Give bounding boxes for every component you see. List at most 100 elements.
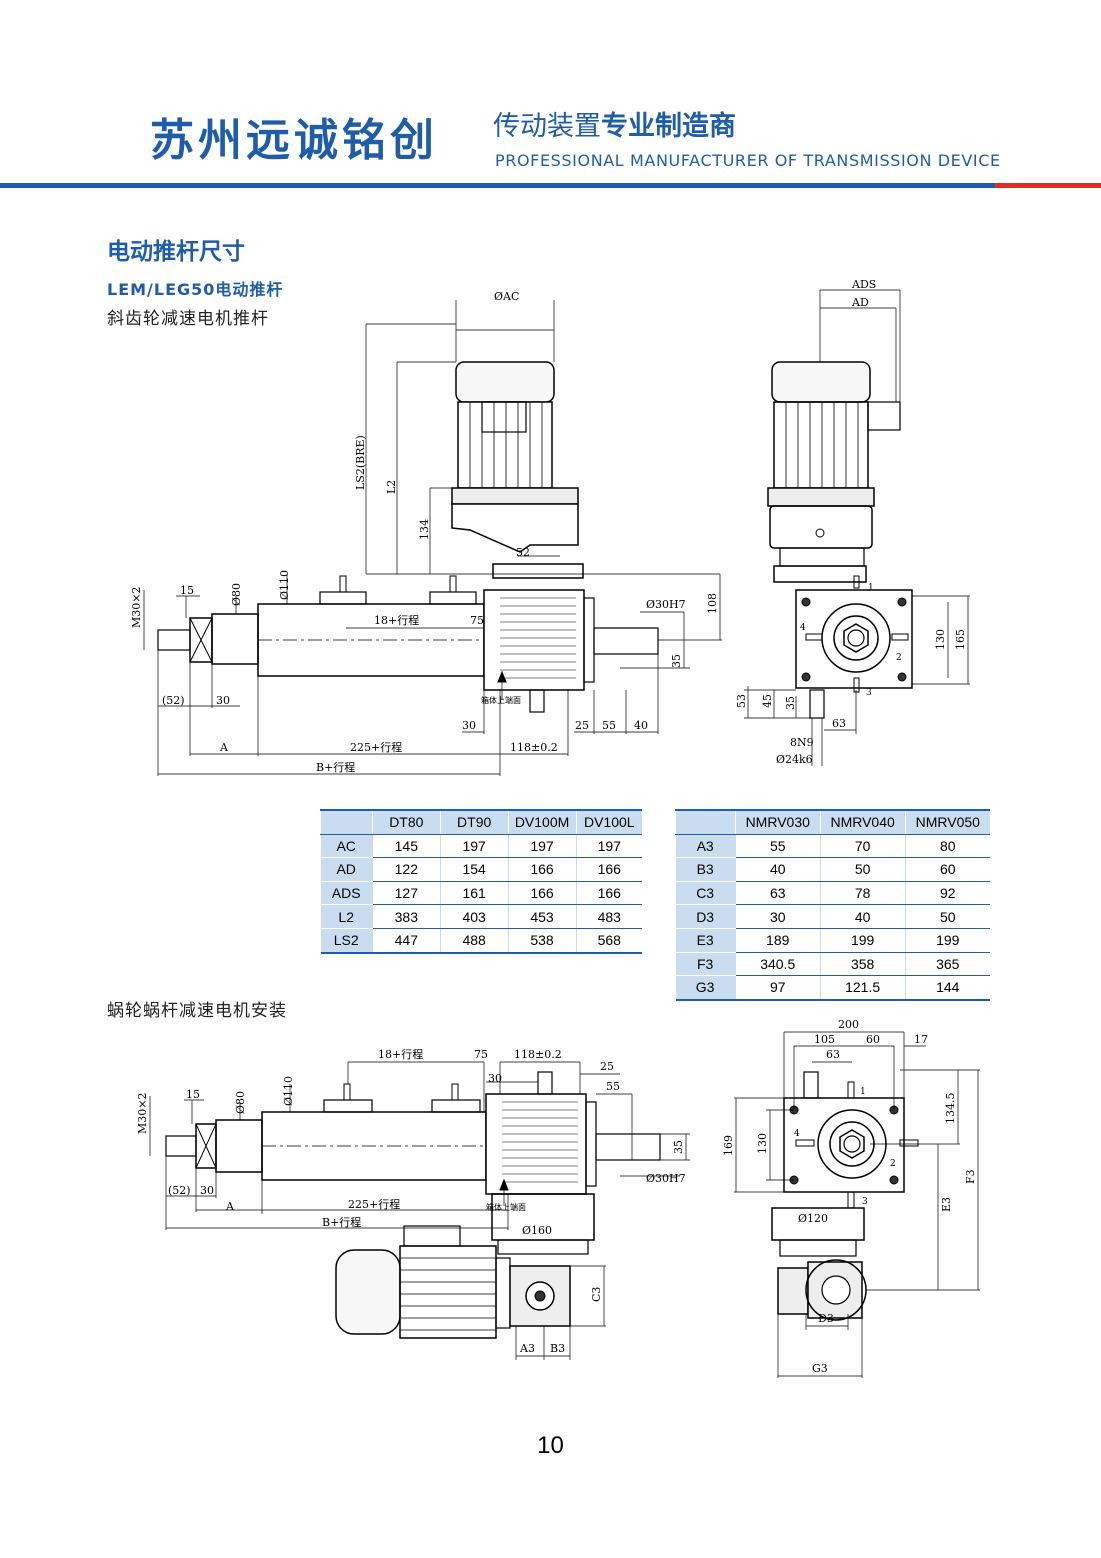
row-header: AC	[320, 834, 373, 859]
motor-dimension-table: DT80 DT90 DV100M DV100L AC 145 197 197 1…	[320, 808, 642, 954]
dim2-15: 15	[186, 1088, 200, 1101]
table-cell: 166	[507, 857, 577, 882]
table-cell: 365	[904, 952, 990, 977]
table-cell: 127	[371, 881, 441, 906]
table-row: A3 55 70 80	[675, 834, 990, 859]
table-cell: 358	[819, 952, 906, 977]
dim-165: 165	[954, 629, 967, 650]
drawing1-front-labels: ØAC LS2(BRE) L2 134 52 M30×2 15 Ø80 Ø110…	[130, 290, 719, 774]
row-header: AD	[320, 857, 373, 882]
port2-2: 2	[890, 1159, 896, 1169]
dim-bstroke: B+行程	[316, 761, 355, 774]
drawing1-front-view	[143, 300, 722, 776]
dim2-169: 169	[722, 1135, 735, 1156]
row-header: F3	[675, 952, 736, 977]
port2-3: 3	[862, 1197, 868, 1207]
port2-1: 1	[860, 1087, 866, 1097]
dim-15: 15	[180, 584, 194, 597]
dim-110: Ø110	[278, 570, 291, 600]
tagline-cn: 传动装置专业制造商	[493, 104, 736, 143]
dim2-f3: F3	[964, 1169, 977, 1184]
drawing2-front-labels: 18+行程 75 118±0.2 25 30 55 M30×2 15 Ø80 Ø…	[136, 1048, 686, 1355]
table-cell: 166	[575, 881, 642, 906]
dim-24k6: Ø24k6	[776, 753, 813, 766]
dim2-63: 63	[826, 1048, 840, 1061]
table-cell: 145	[371, 834, 441, 859]
table-cell: 63	[734, 881, 821, 906]
table-header-cell: NMRV050	[904, 808, 990, 835]
dim2-35: 35	[672, 1140, 685, 1154]
drawing1-side-view	[744, 289, 970, 766]
row-header: LS2	[320, 928, 373, 954]
table-cell: 144	[904, 975, 990, 1001]
dim-45: 45	[761, 694, 774, 708]
port-1: 1	[868, 583, 874, 593]
table-cell: 154	[439, 857, 509, 882]
port-2: 2	[896, 653, 902, 663]
table-cell: 447	[371, 928, 441, 954]
dim-80: Ø80	[230, 583, 243, 606]
table-cell: 161	[439, 881, 509, 906]
dim-ad: AD	[851, 296, 869, 309]
dim-l2: L2	[385, 480, 398, 494]
dim2-75: 75	[474, 1048, 488, 1061]
dim2-g3: G3	[812, 1362, 828, 1375]
table-cell: 483	[575, 904, 642, 929]
section-title: 电动推杆尺寸	[107, 239, 245, 265]
dim-52b: (52)	[162, 694, 185, 707]
table-cell: 30	[734, 904, 821, 929]
dim2-118: 118±0.2	[514, 1048, 562, 1061]
dim-35: 35	[670, 654, 683, 668]
dim-ls2: LS2(BRE)	[354, 435, 367, 490]
table-header-cell: DV100L	[575, 808, 642, 835]
dim-130: 130	[934, 629, 947, 650]
row-header: G3	[675, 975, 736, 1001]
table-row: ADS 127 161 166 166	[320, 881, 642, 906]
table-row: AD 122 154 166 166	[320, 857, 642, 882]
dim-63: 63	[832, 717, 846, 730]
dim2-52b: (52)	[168, 1184, 191, 1197]
dim2-25: 25	[600, 1060, 614, 1073]
dim-134: 134	[418, 519, 431, 540]
row-header: L2	[320, 904, 373, 929]
dim2-stroke18: 18+行程	[378, 1048, 423, 1061]
dim2-c3: C3	[590, 1287, 603, 1302]
dim2-55: 55	[606, 1080, 620, 1093]
table-row: B3 40 50 60	[675, 857, 990, 882]
product-description: 斜齿轮减速电机推杆	[107, 309, 269, 329]
table-cell: 122	[371, 857, 441, 882]
dim-ac: ØAC	[494, 290, 519, 303]
dim2-105: 105	[814, 1033, 835, 1046]
table-cell: 40	[819, 904, 906, 929]
dim-25: 25	[575, 719, 589, 732]
dim2-30a: 30	[200, 1184, 214, 1197]
dim-40: 40	[634, 719, 648, 732]
drawing2-side-view	[734, 1031, 980, 1378]
dim-ads: ADS	[851, 278, 876, 291]
drawing2-front-view	[149, 1061, 690, 1360]
dim2-160: Ø160	[522, 1224, 552, 1237]
table-row: AC 145 197 197 197	[320, 834, 642, 859]
tagline-bold: 专业制造商	[601, 111, 736, 142]
label2-box-top: 箱体上端面	[486, 1202, 526, 1212]
dim2-b3: B3	[550, 1342, 565, 1355]
table-header-cell: DT90	[439, 808, 509, 835]
dim2-60: 60	[866, 1033, 880, 1046]
dim2-17: 17	[914, 1033, 928, 1046]
dim2-30: 30	[488, 1072, 502, 1085]
dim-stroke18: 18+行程	[374, 614, 419, 627]
dim-118: 118±0.2	[510, 741, 558, 754]
table-header-cell	[320, 808, 373, 835]
table-cell: 488	[439, 928, 509, 954]
table-cell: 189	[734, 928, 821, 953]
row-header: B3	[675, 857, 736, 882]
row-header: A3	[675, 834, 736, 859]
table-cell: 199	[819, 928, 906, 953]
dim-35-side: 35	[784, 696, 797, 710]
table-cell: 70	[819, 834, 906, 859]
dim-a: A	[219, 741, 229, 754]
dim2-stroke225: 225+行程	[348, 1198, 400, 1211]
row-header: D3	[675, 904, 736, 929]
table-header-row: DT80 DT90 DV100M DV100L	[320, 808, 642, 835]
